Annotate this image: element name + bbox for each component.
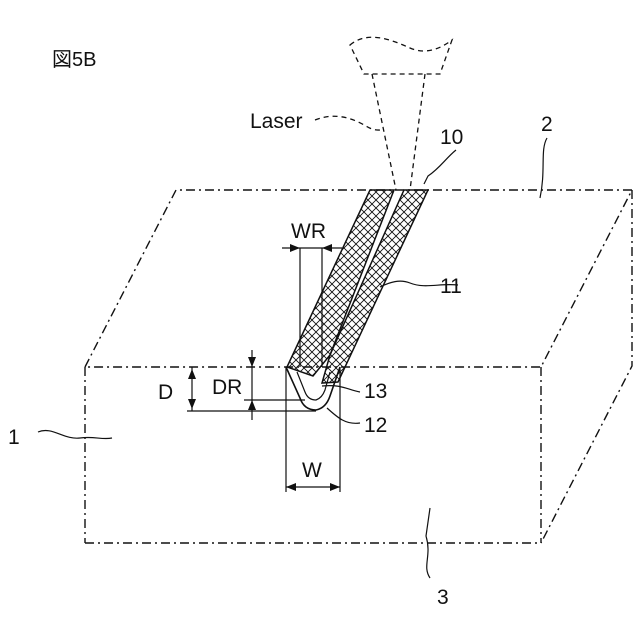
ref-3-label: 3 [437,586,449,609]
ref-d-label: D [158,381,173,404]
ref-w-label: W [302,459,322,482]
ref-wr-label: WR [291,220,326,243]
ref-12-label: 12 [364,414,387,437]
laser-beam [350,37,452,190]
ref-10-label: 10 [440,126,463,149]
figure-title: 図5B [52,49,96,71]
ref-2-label: 2 [541,113,553,136]
hatched-layer-11 [287,190,428,383]
leader-lines [38,116,547,578]
ref-dr-label: DR [212,376,242,399]
ref-13-label: 13 [364,380,387,403]
ref-11-label: 11 [440,275,462,298]
ref-1-label: 1 [8,426,20,449]
laser-label: Laser [250,110,303,133]
